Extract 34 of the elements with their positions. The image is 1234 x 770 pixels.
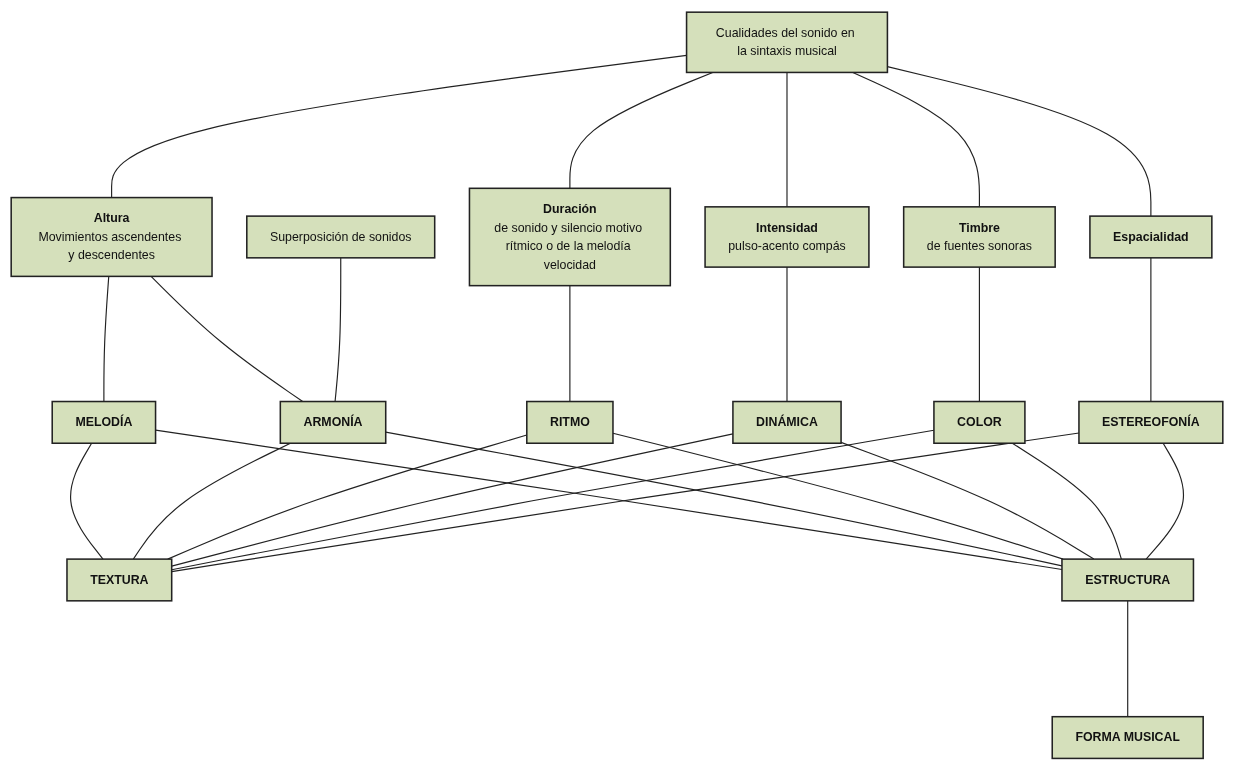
node-box: Timbre de fuentes sonoras: [902, 205, 1056, 268]
node-box: ESTRUCTURA: [1061, 558, 1195, 602]
node-box: RITMO: [526, 400, 614, 444]
node-box: Espacialidad: [1089, 215, 1213, 259]
connector: [1127, 599, 1129, 717]
connector: [150, 275, 304, 402]
node-box: MELODÍA: [51, 400, 157, 444]
connector: [786, 71, 788, 208]
node-box: FORMA MUSICAL: [1051, 715, 1204, 759]
connector: [1011, 442, 1122, 560]
connector: [569, 71, 714, 189]
connector: [1150, 256, 1152, 402]
node-box: Intensidad pulso-acento compás: [704, 205, 870, 268]
node-box: Cualidades del sonido en la sintaxis musical: [685, 11, 889, 73]
connector: [852, 71, 980, 208]
connector: [385, 431, 1063, 567]
node-box: Superposición de sonidos: [246, 215, 436, 259]
node-box: ESTEREOFONÍA: [1078, 400, 1224, 444]
node-box: DINÁMICA: [732, 400, 842, 444]
connector: [569, 284, 571, 402]
connector: [612, 432, 1064, 560]
connector: [334, 256, 342, 402]
connector: [103, 275, 110, 402]
connector: [786, 266, 788, 402]
node-box: Altura Movimientos ascendentes y descendentes: [10, 196, 213, 277]
connector: [70, 442, 104, 560]
node-box: COLOR: [933, 400, 1026, 444]
connector: [840, 441, 1095, 560]
node-box: Duración de sonido y silencio motivo rítmico o de la melodía velocidad: [468, 187, 672, 287]
connector: [132, 442, 291, 560]
connector: [978, 266, 980, 402]
node-box: TEXTURA: [66, 558, 173, 602]
connector: [1145, 442, 1185, 560]
node-box: ARMONÍA: [279, 400, 387, 444]
